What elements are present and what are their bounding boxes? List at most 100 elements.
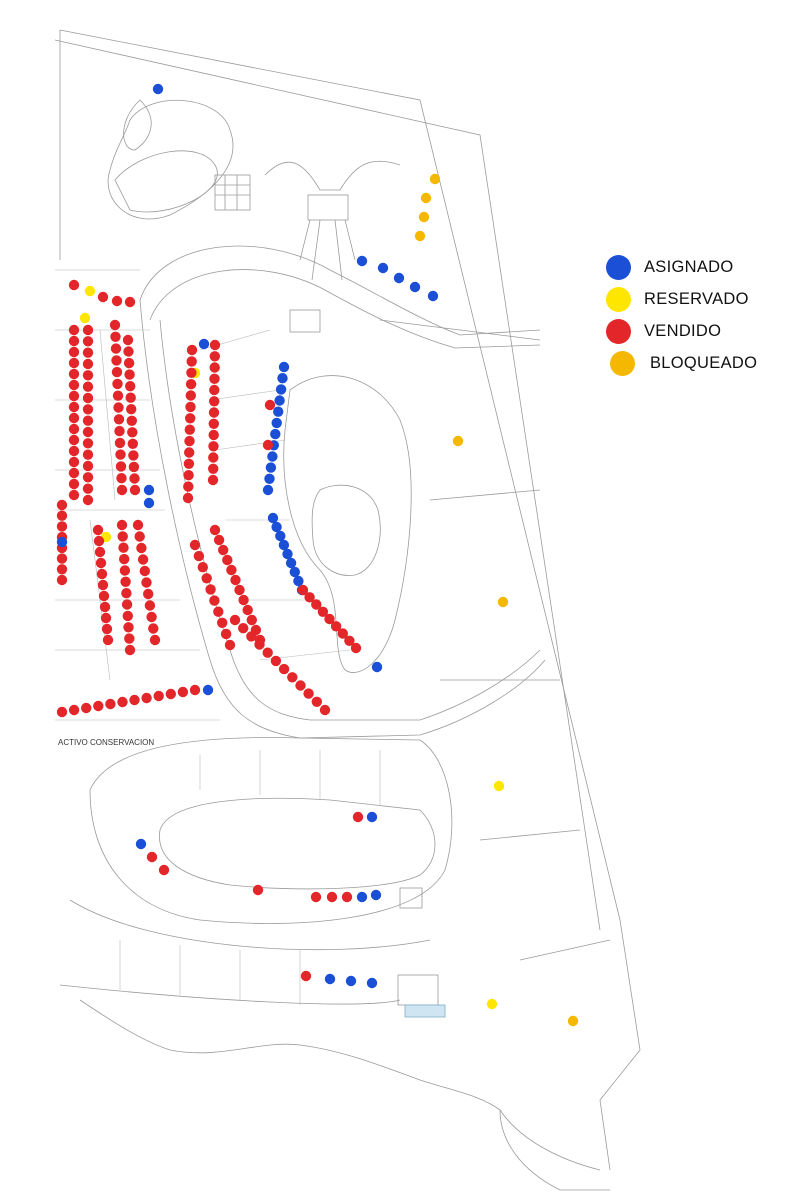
vendido-lot-marker: [317, 606, 329, 617]
vendido-lot-marker: [128, 450, 139, 461]
vendido-lot-marker: [116, 484, 128, 496]
vendido-lot-marker: [182, 492, 194, 504]
vendido-lot-marker: [114, 437, 126, 449]
vendido-lot-marker: [185, 401, 196, 413]
vendido-lot-marker: [230, 574, 241, 586]
vendido-lot-marker: [189, 539, 201, 551]
area-label: ACTIVO CONSERVACION: [58, 738, 154, 747]
vendido-lot-marker: [311, 696, 322, 707]
vendido-lot-marker: [82, 438, 94, 449]
asignado-dot-icon: [606, 255, 631, 280]
bloqueado-lot-marker: [420, 192, 432, 204]
vendido-lot-marker: [229, 614, 241, 626]
vendido-lot-marker: [234, 584, 245, 596]
vendido-lot-marker: [125, 381, 136, 392]
vendido-lot-marker: [125, 392, 136, 403]
vendido-lot-marker: [352, 811, 364, 823]
asignado-lot-marker: [202, 684, 214, 696]
vendido-lot-marker: [82, 336, 94, 347]
vendido-lot-marker: [270, 655, 282, 667]
vendido-lot-marker: [82, 449, 94, 460]
vendido-lot-marker: [295, 680, 306, 691]
asignado-lot-marker: [267, 512, 279, 524]
vendido-lot-marker: [68, 401, 80, 413]
asignado-lot-marker: [278, 539, 290, 551]
vendido-lot-marker: [82, 358, 94, 370]
asignado-lot-marker: [265, 462, 277, 473]
vendido-lot-marker: [82, 324, 94, 336]
legend-label-bloqueado: BLOQUEADO: [650, 354, 758, 372]
vendido-lot-marker: [82, 415, 94, 426]
legend-item-bloqueado: BLOQUEADO: [606, 348, 776, 380]
reservado-lot-marker: [486, 998, 498, 1010]
vendido-lot-marker: [209, 524, 221, 536]
vendido-lot-marker: [68, 357, 80, 369]
vendido-lot-marker: [264, 399, 276, 411]
vendido-lot-marker: [68, 445, 80, 457]
vendido-lot-marker: [242, 604, 253, 616]
vendido-lot-marker: [146, 851, 158, 863]
vendido-lot-marker: [68, 379, 80, 391]
vendido-lot-marker: [213, 606, 224, 617]
vendido-lot-marker: [68, 489, 80, 501]
asignado-lot-marker: [393, 272, 405, 284]
vendido-lot-marker: [111, 366, 123, 378]
vendido-lot-marker: [93, 700, 104, 712]
vendido-lot-marker: [350, 642, 362, 654]
vendido-lot-marker: [68, 434, 80, 446]
vendido-lot-marker: [300, 970, 312, 982]
asignado-lot-marker: [275, 384, 287, 395]
vendido-lot-marker: [208, 463, 219, 474]
vendido-lot-marker: [324, 613, 335, 625]
asignado-lot-marker: [324, 973, 336, 985]
vendido-lot-marker: [185, 379, 197, 390]
vendido-lot-marker: [144, 600, 156, 611]
vendido-lot-marker: [134, 531, 145, 542]
vendido-lot-marker: [208, 429, 219, 441]
vendido-lot-marker: [119, 553, 130, 565]
vendido-lot-marker: [123, 622, 134, 633]
vendido-lot-marker: [123, 357, 135, 369]
vendido-lot-marker: [304, 592, 315, 603]
vendido-lot-marker: [117, 531, 128, 542]
vendido-lot-marker: [121, 599, 133, 610]
vendido-lot-marker: [183, 481, 194, 492]
vendido-lot-marker: [113, 402, 124, 413]
asignado-lot-marker: [409, 281, 421, 293]
vendido-lot-marker: [183, 470, 194, 481]
vendido-lot-marker: [97, 579, 109, 591]
vendido-lot-marker: [193, 550, 205, 562]
vendido-lot-marker: [105, 698, 116, 710]
vendido-lot-marker: [278, 663, 290, 675]
vendido-lot-marker: [68, 467, 80, 479]
asignado-lot-marker: [143, 484, 155, 496]
vendido-lot-marker: [330, 621, 342, 632]
vendido-lot-marker: [111, 355, 122, 366]
vendido-lot-marker: [120, 576, 131, 587]
vendido-lot-marker: [68, 346, 80, 358]
vendido-lot-marker: [189, 684, 201, 696]
asignado-lot-marker: [275, 530, 286, 542]
bloqueado-lot-marker: [567, 1015, 579, 1027]
vendido-lot-marker: [287, 672, 298, 683]
vendido-lot-marker: [82, 460, 94, 472]
vendido-lot-marker: [127, 438, 138, 449]
vendido-lot-marker: [224, 639, 236, 651]
vendido-lot-marker: [218, 544, 229, 556]
asignado-lot-marker: [274, 395, 285, 406]
vendido-lot-marker: [209, 373, 220, 384]
vendido-lot-marker: [149, 634, 161, 646]
vendido-lot-marker: [96, 568, 108, 580]
asignado-lot-marker: [264, 473, 275, 484]
reservado-lot-marker: [493, 780, 505, 792]
asignado-lot-marker: [289, 566, 300, 578]
bloqueado-lot-marker: [429, 173, 441, 185]
asignado-lot-marker: [366, 811, 378, 823]
vendido-lot-marker: [116, 473, 127, 484]
vendido-lot-marker: [82, 392, 94, 404]
vendido-lot-marker: [68, 456, 80, 468]
vendido-lot-marker: [56, 574, 68, 586]
vendido-lot-marker: [68, 368, 80, 380]
vendido-lot-marker: [326, 891, 338, 903]
lot-status-markers: [56, 83, 579, 1027]
